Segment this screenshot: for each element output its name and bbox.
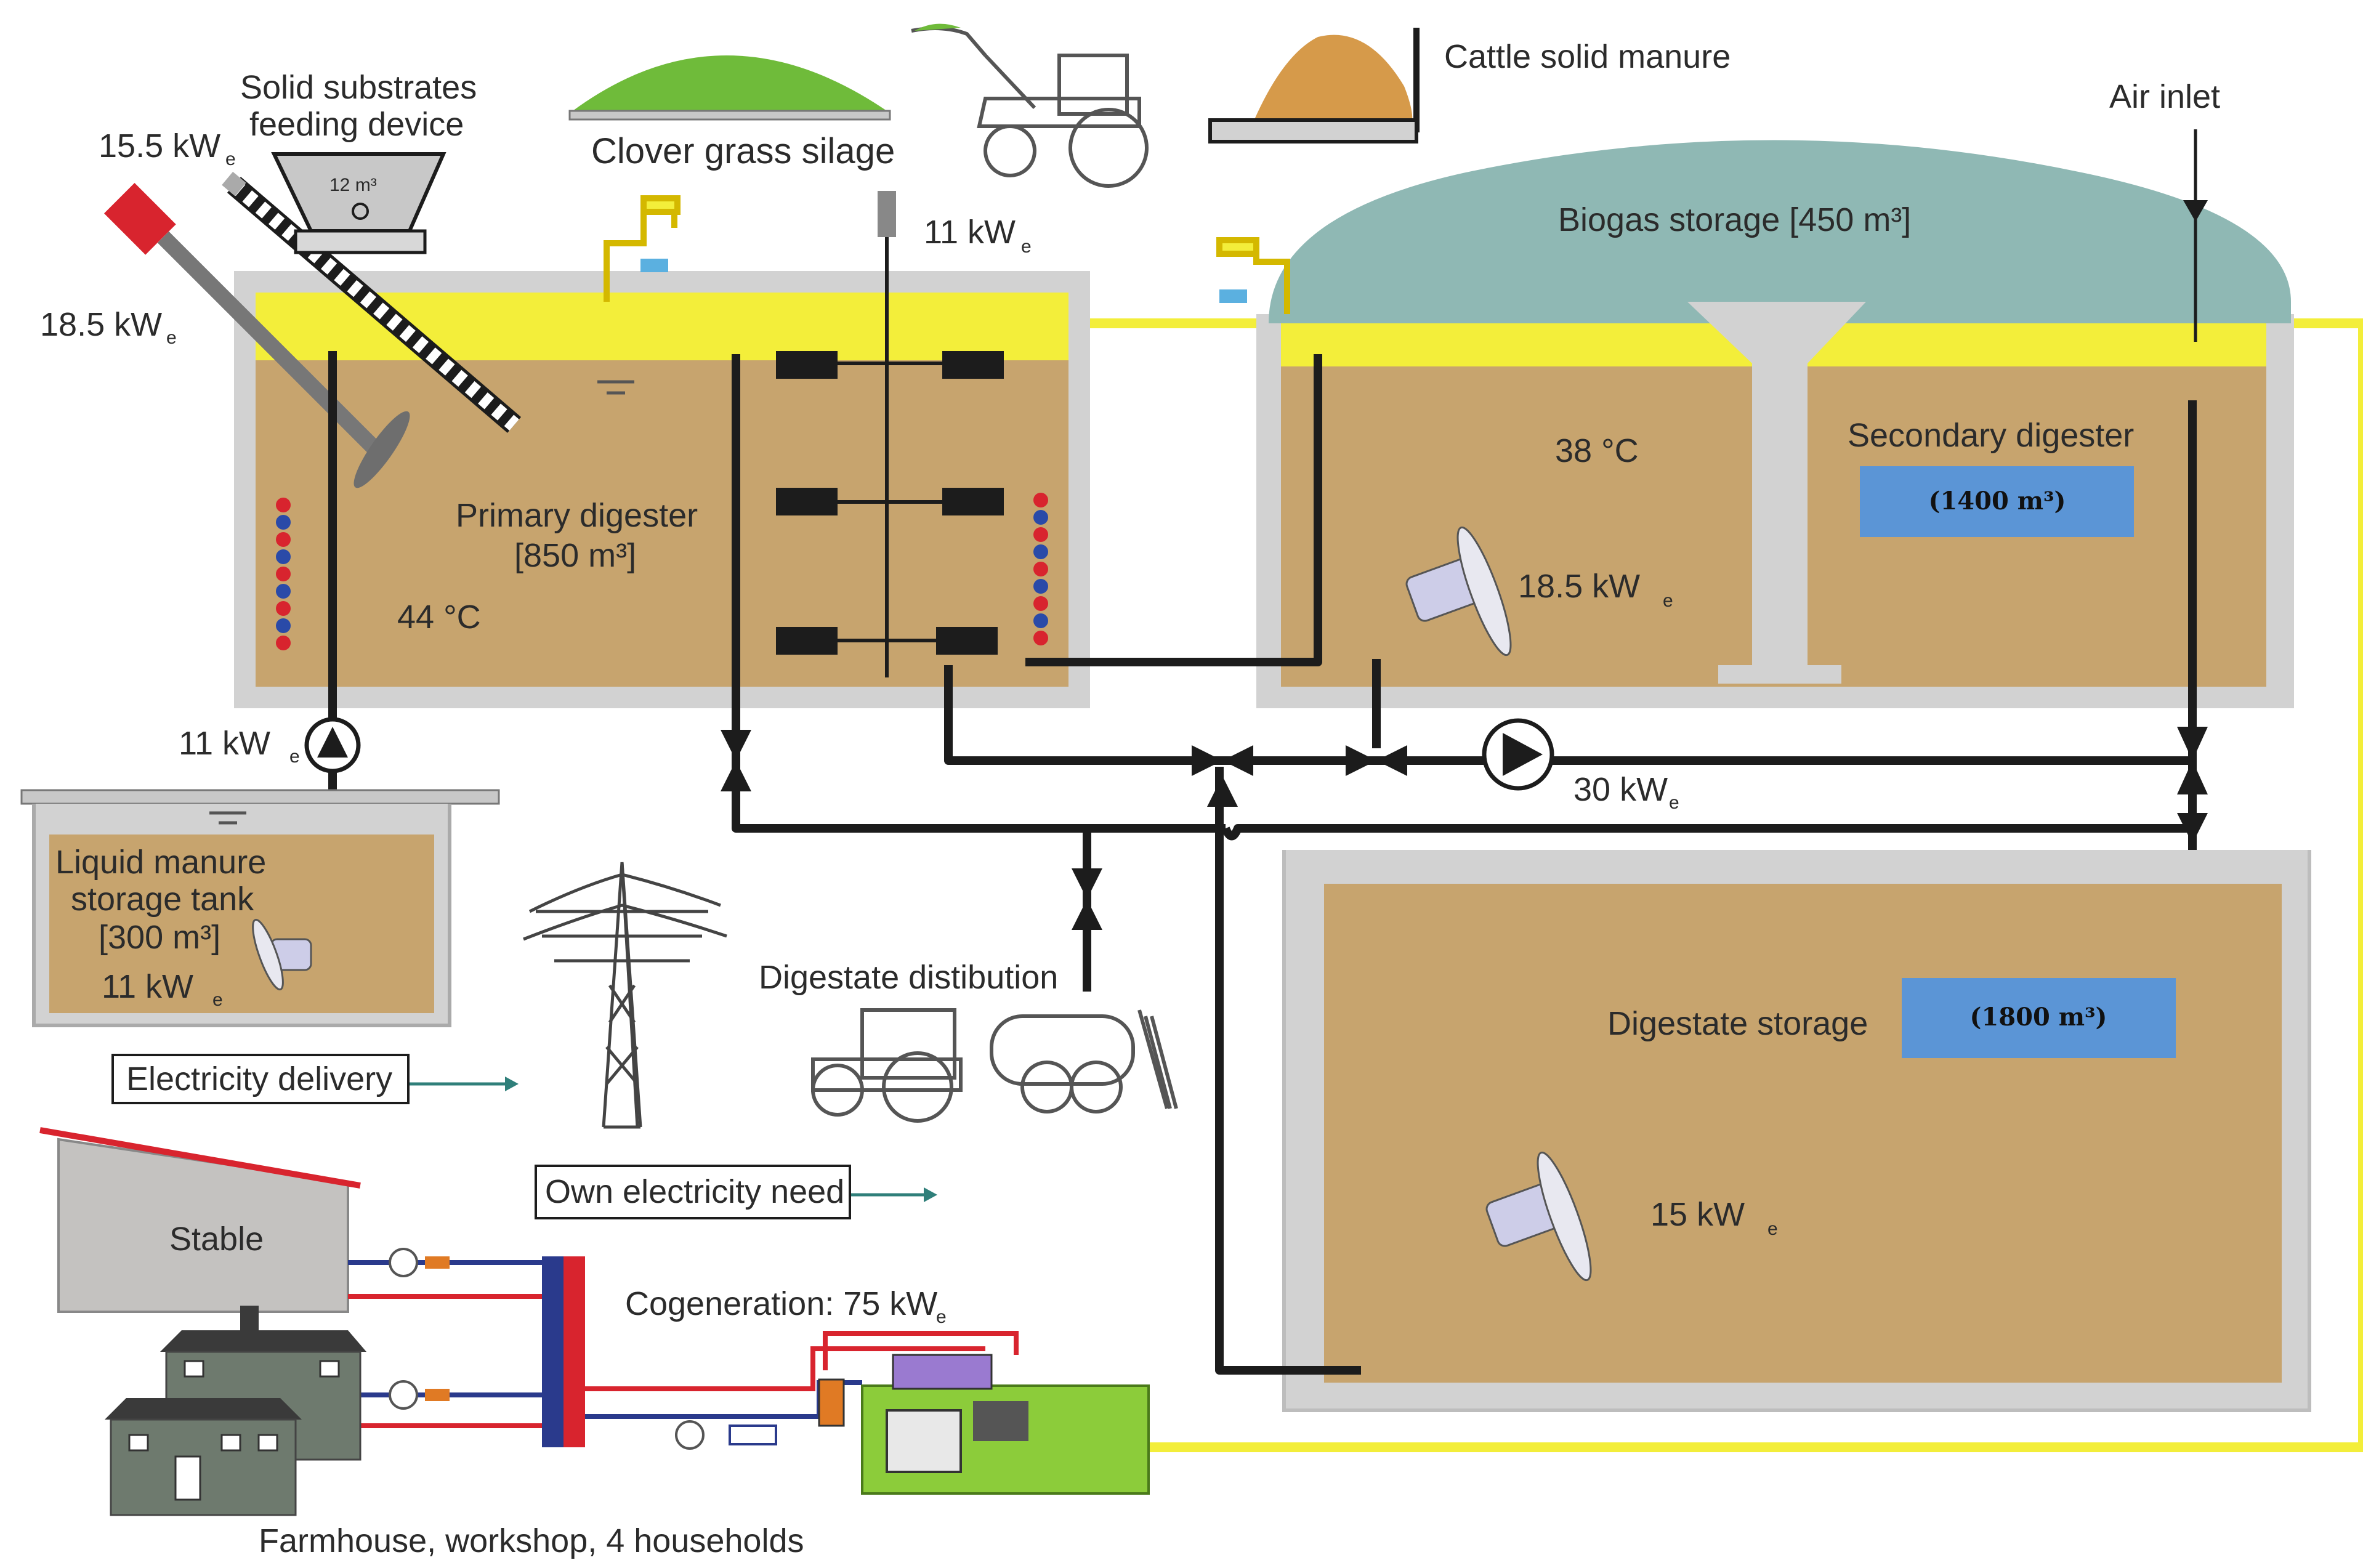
propeller-mixer-digestate [1485, 1151, 1592, 1282]
feeding-screw [222, 171, 522, 433]
cattle-manure-pile: Cattle solid manure [1208, 28, 1731, 143]
secondary-digester-title: Secondary digester [1848, 417, 2134, 454]
households-label: Farmhouse, workshop, 4 households [259, 1522, 804, 1559]
farmhouses [105, 1306, 366, 1516]
digestate-volume: (1800 m³) [1970, 1003, 2107, 1032]
stable-building: Stable [39, 1127, 361, 1313]
digestate-volume-box [1902, 978, 2176, 1058]
secondary-mixer-power: 18.5 kW [1518, 568, 1640, 605]
loader-tractor-icon [911, 23, 1149, 188]
heat-exchanger-manifold [542, 1256, 585, 1447]
air-inlet-arrow-icon [2183, 200, 2208, 222]
primary-mixer-power: 11 kW [924, 214, 1016, 251]
own-electricity-label: Own electricity need [545, 1173, 844, 1210]
secondary-digester: (1400 m³) Secondary digester 38 °C Bioga… [1216, 78, 2294, 708]
cogeneration-unit: e [936, 1307, 947, 1327]
primary-pump-unit: e [289, 746, 300, 767]
cattle-manure-label: Cattle solid manure [1444, 38, 1731, 75]
digestate-mixer-power: 15 kW [1650, 1196, 1745, 1233]
biogas-storage-title: Biogas storage [450 m³] [1558, 201, 1911, 238]
digestate-distribution-label: Digestate distibution [759, 959, 1058, 996]
feeder-power-a-unit: e [225, 149, 236, 169]
transfer-pump-power: 30 kW [1573, 771, 1668, 808]
secondary-volume-box [1860, 466, 2134, 537]
liquid-tank-title-1: Liquid manure [55, 844, 266, 881]
electricity-delivery-label: Electricity delivery [126, 1061, 392, 1097]
liquid-tank-power: 11 kW [102, 968, 193, 1005]
primary-pump-power: 11 kW [179, 725, 270, 762]
inclined-mixer [104, 183, 410, 488]
feeder-title-2: feeding device [249, 106, 464, 143]
digestate-title: Digestate storage [1607, 1005, 1868, 1042]
heating-coil-right [1033, 493, 1048, 645]
digestate-storage: (1800 m³) Digestate storage 15 kW e [1282, 850, 2311, 1412]
propeller-mixer-liquid [252, 918, 312, 991]
feeder-power-a: 15.5 kW [99, 127, 220, 164]
primary-digester-title: Primary digester [456, 497, 698, 534]
feeder-labels: Solid substrates feeding device 12 m³ 15… [40, 69, 477, 348]
primary-feed-pump [304, 717, 361, 774]
power-pylon-icon [523, 862, 727, 1129]
arrow-right-icon [505, 1077, 519, 1091]
secondary-volume: (1400 m³) [1929, 487, 2066, 515]
liquid-tank-power-unit: e [212, 990, 223, 1010]
cogeneration-label: Cogeneration: 75 kW [625, 1285, 937, 1322]
feeder-title-1: Solid substrates [240, 69, 477, 106]
silage-pile: Clover grass silage [568, 55, 895, 171]
primary-digester-volume: [850 m³] [514, 537, 636, 574]
overpressure-valve [604, 195, 681, 302]
own-electricity: Own electricity need [535, 1165, 937, 1219]
feeder-power-b: 18.5 kW [40, 306, 162, 343]
arrow-right-icon [924, 1187, 937, 1202]
liquid-tank-volume: [300 m³] [99, 919, 220, 956]
feeder-volume: 12 m³ [329, 175, 377, 195]
primary-digester: Primary digester [850 m³] 44 °C 11 kW e [104, 152, 1090, 998]
silage-label: Clover grass silage [591, 131, 895, 171]
slurry-tanker-tractor-icon [811, 1008, 1178, 1123]
transfer-pump [1482, 718, 1554, 791]
electricity-delivery: Electricity delivery [111, 1054, 519, 1104]
liquid-manure-tank: Liquid manure storage tank [300 m³] 11 k… [20, 789, 500, 1027]
stable-label: Stable [169, 1221, 264, 1258]
liquid-tank-title-2: storage tank [71, 881, 254, 918]
transfer-pump-unit: e [1669, 793, 1679, 813]
gas-lines [1072, 318, 2363, 1452]
propeller-mixer-secondary [1405, 526, 1512, 657]
feeding-hopper [271, 152, 446, 254]
gas-overpressure-valve [1216, 237, 1290, 314]
air-inlet-label: Air inlet [2109, 78, 2220, 115]
feeder-power-b-unit: e [166, 328, 177, 348]
digestate-mixer-unit: e [1767, 1219, 1778, 1239]
secondary-mixer-unit: e [1663, 591, 1673, 611]
heating-coil-left [276, 498, 291, 650]
primary-digester-temp: 44 °C [397, 599, 481, 636]
primary-mixer-unit: e [1021, 236, 1032, 257]
heat-meters [389, 1248, 777, 1450]
chp-unit [818, 1354, 1150, 1495]
paddle-mixer [776, 191, 1004, 677]
secondary-temp: 38 °C [1555, 432, 1639, 469]
